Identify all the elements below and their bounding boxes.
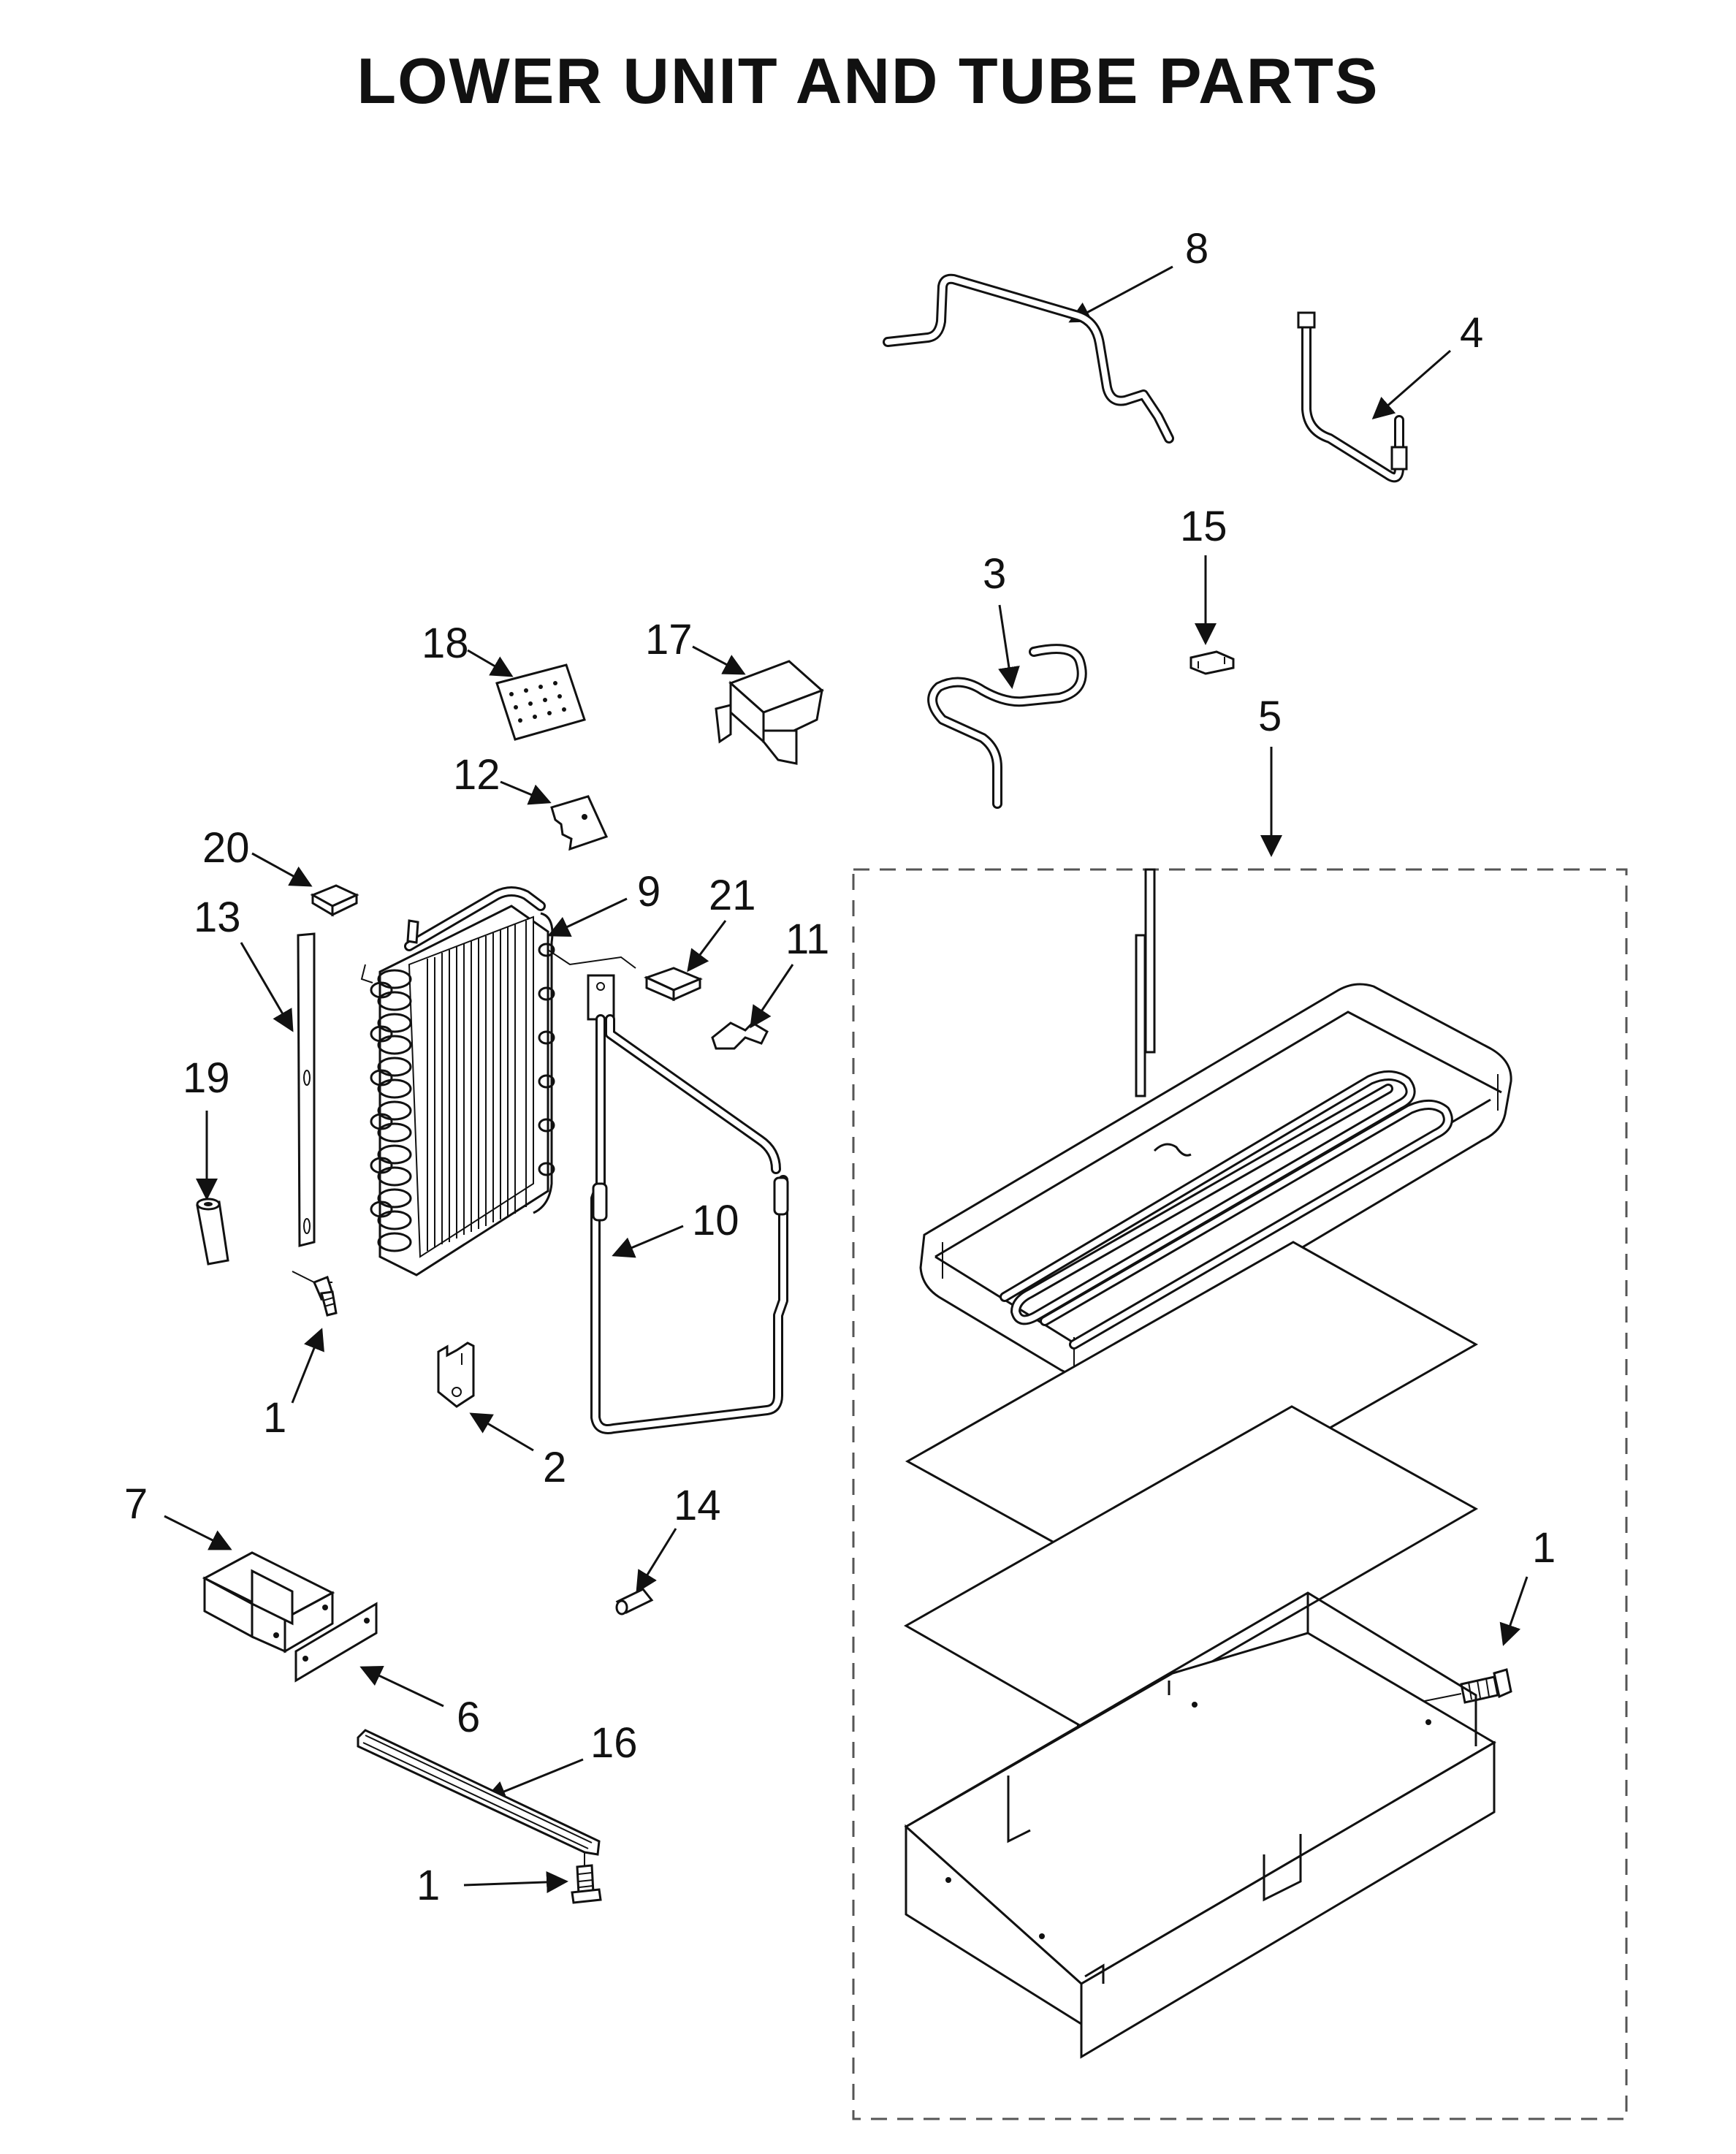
part-19-cylinder xyxy=(196,1198,229,1266)
part-5-assembly-outline xyxy=(852,868,1628,2120)
part-18-plate xyxy=(495,663,586,741)
part-8-tube xyxy=(883,273,1174,444)
part-9-evaporator xyxy=(360,886,636,1276)
callout-21: 21 xyxy=(709,872,756,919)
callout-14: 14 xyxy=(674,1482,721,1529)
callout-3: 3 xyxy=(983,550,1006,598)
part-1-screw-a xyxy=(292,1271,338,1317)
part-6-cover xyxy=(294,1602,378,1683)
part-16-strip xyxy=(357,1729,601,1856)
part-1-screw-c xyxy=(571,1852,602,1904)
callout-11: 11 xyxy=(785,916,829,963)
callout-2: 2 xyxy=(543,1444,566,1491)
callout-5: 5 xyxy=(1258,693,1282,740)
callout-1-a: 1 xyxy=(263,1394,286,1442)
part-14-plug xyxy=(615,1588,654,1616)
part-17-bracket xyxy=(715,660,824,765)
callout-1-c: 1 xyxy=(416,1862,440,1909)
part-4-tube xyxy=(1297,311,1408,483)
page-title: LOWER UNIT AND TUBE PARTS xyxy=(357,45,1379,117)
part-13-strap xyxy=(297,932,316,1247)
callout-6: 6 xyxy=(457,1694,480,1741)
callout-16: 16 xyxy=(590,1719,638,1767)
part-20-pad xyxy=(310,884,359,917)
callout-13: 13 xyxy=(194,894,241,941)
callout-1-b: 1 xyxy=(1532,1524,1556,1572)
part-12-plate xyxy=(550,795,609,851)
callout-8: 8 xyxy=(1185,225,1208,273)
part-15-clip xyxy=(1189,650,1235,675)
part-2-bracket xyxy=(437,1342,475,1408)
callout-7: 7 xyxy=(124,1480,148,1528)
part-1-screw-b xyxy=(1417,1668,1512,1704)
part-3-tube xyxy=(927,644,1087,809)
callout-18: 18 xyxy=(422,620,469,667)
callout-10: 10 xyxy=(692,1197,739,1244)
part-10-heater xyxy=(587,974,789,1434)
part-21-pad xyxy=(644,967,703,1002)
callout-15: 15 xyxy=(1180,503,1227,550)
callout-4: 4 xyxy=(1460,309,1483,357)
callout-20: 20 xyxy=(202,824,250,872)
callout-9: 9 xyxy=(637,868,660,916)
callout-17: 17 xyxy=(645,616,693,663)
part-7-housing xyxy=(202,1551,335,1653)
callout-19: 19 xyxy=(183,1054,230,1102)
callout-12: 12 xyxy=(453,751,500,799)
part-5-drain-pan-assembly xyxy=(903,868,1512,2059)
part-11-clip xyxy=(711,1021,769,1050)
leader-arrows xyxy=(164,265,1528,1893)
